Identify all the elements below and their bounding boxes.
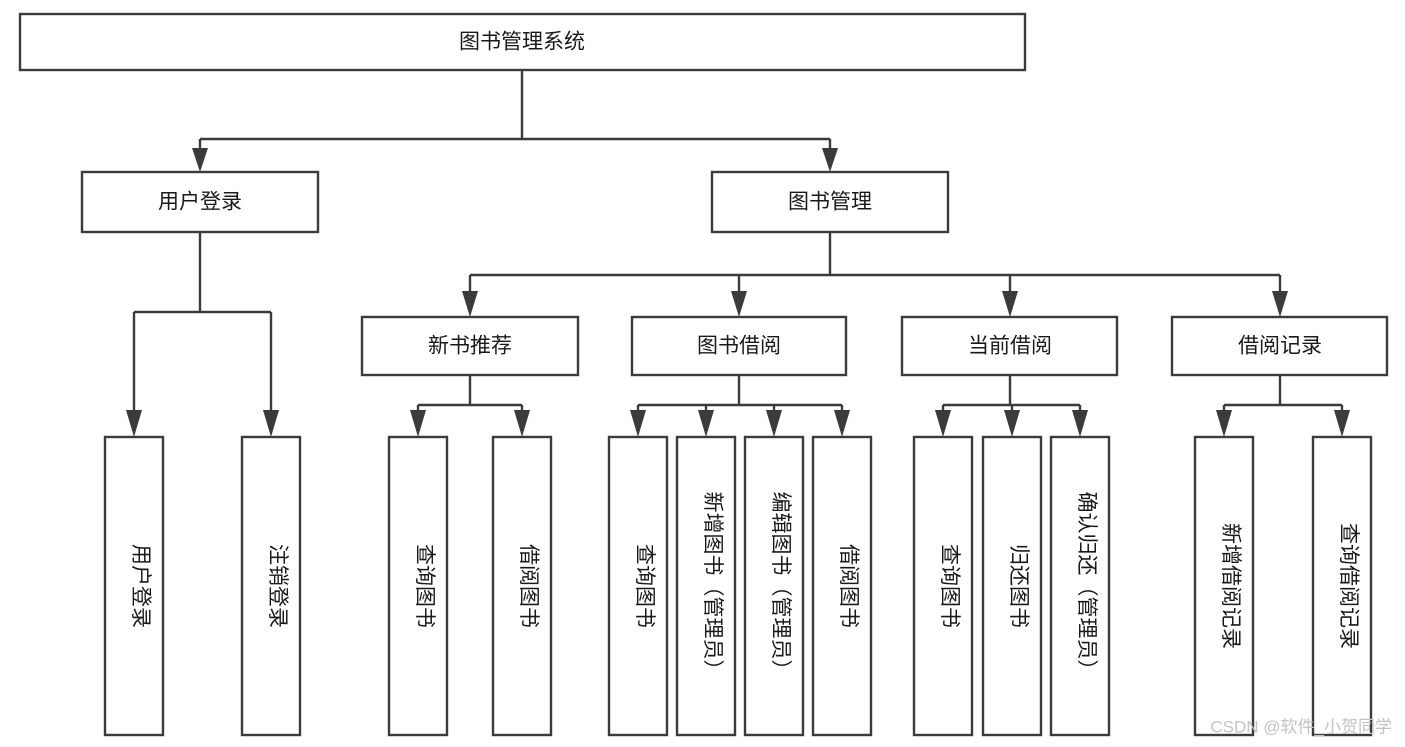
node-bookmgmt[interactable]: 图书管理 — [710, 170, 950, 234]
node-newbook[interactable]: 新书推荐 — [360, 315, 580, 377]
node-leaf-8-box[interactable] — [811, 435, 873, 737]
node-bookmgmt-box[interactable] — [710, 170, 950, 234]
node-leaf-1-box[interactable] — [103, 435, 165, 737]
node-records[interactable]: 借阅记录 — [1170, 315, 1389, 377]
arrowhead-leaf-4 — [514, 410, 530, 437]
arrowhead-leaf-7 — [766, 410, 782, 437]
csdn-watermark: CSDN @软件_小贺同学 — [1210, 717, 1392, 736]
node-login-label: 用户登录 — [158, 191, 242, 214]
node-root[interactable]: 图书管理系统 — [18, 12, 1027, 72]
node-leaf-13-label: 查询借阅记录 — [1337, 523, 1360, 649]
node-leaf-8[interactable]: 借阅图书 — [811, 435, 873, 737]
node-leaf-3-box[interactable] — [387, 435, 449, 737]
node-borrow-label: 图书借阅 — [697, 335, 781, 358]
node-leaf-13[interactable]: 查询借阅记录 — [1311, 435, 1373, 737]
arrowhead-records — [1272, 291, 1288, 317]
arrowhead-leaf-10 — [1004, 410, 1020, 437]
node-leaf-4[interactable]: 借阅图书 — [491, 435, 553, 737]
arrowhead-login — [192, 148, 208, 172]
arrowhead-leaf-8 — [834, 410, 850, 437]
node-leaf-5-label: 查询图书 — [633, 544, 656, 628]
node-newbook-box[interactable] — [360, 315, 580, 377]
node-leaf-3[interactable]: 查询图书 — [387, 435, 449, 737]
node-newbook-label: 新书推荐 — [428, 335, 512, 358]
node-leaf-11-label: 确认归还（管理员） — [1075, 492, 1098, 681]
node-login-box[interactable] — [80, 170, 320, 234]
arrowhead-leaf-13 — [1334, 410, 1350, 437]
arrowhead-current — [1002, 291, 1018, 317]
node-leaf-9-box[interactable] — [912, 435, 974, 737]
node-leaf-10-label: 归还图书 — [1007, 544, 1030, 628]
node-leaf-6[interactable]: 新增图书（管理员） — [675, 435, 737, 737]
arrowhead-borrow — [731, 291, 747, 317]
node-leaf-10[interactable]: 归还图书 — [981, 435, 1043, 737]
node-leaf-5-box[interactable] — [607, 435, 669, 737]
arrowhead-bookmgmt — [822, 148, 838, 172]
node-leaf-7-box[interactable] — [743, 435, 805, 737]
node-leaf-1[interactable]: 用户登录 — [103, 435, 165, 737]
node-leaf-11-box[interactable] — [1049, 435, 1111, 737]
connector-layer — [126, 70, 1350, 437]
arrowhead-leaf-11 — [1072, 410, 1088, 437]
node-records-box[interactable] — [1170, 315, 1389, 377]
node-leaf-7[interactable]: 编辑图书（管理员） — [743, 435, 805, 737]
arrowhead-leaf-5 — [630, 410, 646, 437]
node-leaf-12-label: 新增借阅记录 — [1219, 523, 1242, 649]
node-leaf-6-box[interactable] — [675, 435, 737, 737]
arrowhead-leaf-3 — [410, 410, 426, 437]
arrowhead-leaf-9 — [935, 410, 951, 437]
node-leaf-4-label: 借阅图书 — [517, 544, 540, 628]
node-current-box[interactable] — [900, 315, 1119, 377]
node-leaf-12[interactable]: 新增借阅记录 — [1193, 435, 1255, 737]
node-leaf-7-label: 编辑图书（管理员） — [769, 492, 792, 681]
node-leaf-5[interactable]: 查询图书 — [607, 435, 669, 737]
node-leaf-9[interactable]: 查询图书 — [912, 435, 974, 737]
node-records-label: 借阅记录 — [1238, 335, 1322, 358]
arrowhead-leaf-6 — [698, 410, 714, 437]
arrowhead-leaf-1 — [126, 410, 142, 437]
node-leaf-9-label: 查询图书 — [938, 544, 961, 628]
node-leaf-12-box[interactable] — [1193, 435, 1255, 737]
node-borrow[interactable]: 图书借阅 — [630, 315, 848, 377]
arrowhead-newbook — [462, 291, 478, 317]
node-leaf-13-box[interactable] — [1311, 435, 1373, 737]
node-leaf-8-label: 借阅图书 — [837, 544, 860, 628]
node-leaf-10-box[interactable] — [981, 435, 1043, 737]
arrowhead-leaf-12 — [1216, 410, 1232, 437]
node-current[interactable]: 当前借阅 — [900, 315, 1119, 377]
node-leaf-11[interactable]: 确认归还（管理员） — [1049, 435, 1111, 737]
node-leaf-6-label: 新增图书（管理员） — [701, 492, 724, 681]
node-login[interactable]: 用户登录 — [80, 170, 320, 234]
node-root-label: 图书管理系统 — [459, 31, 585, 54]
node-root-box[interactable] — [18, 12, 1027, 72]
node-leaf-2-box[interactable] — [240, 435, 302, 737]
node-current-label: 当前借阅 — [968, 335, 1052, 358]
node-leaf-2[interactable]: 注销登录 — [240, 435, 302, 737]
node-leaf-4-box[interactable] — [491, 435, 553, 737]
node-leaf-1-label: 用户登录 — [129, 544, 152, 628]
arrowhead-leaf-2 — [263, 410, 279, 437]
node-borrow-box[interactable] — [630, 315, 848, 377]
node-leaf-3-label: 查询图书 — [413, 544, 436, 628]
node-leaf-2-label: 注销登录 — [266, 544, 289, 628]
node-bookmgmt-label: 图书管理 — [788, 191, 872, 214]
